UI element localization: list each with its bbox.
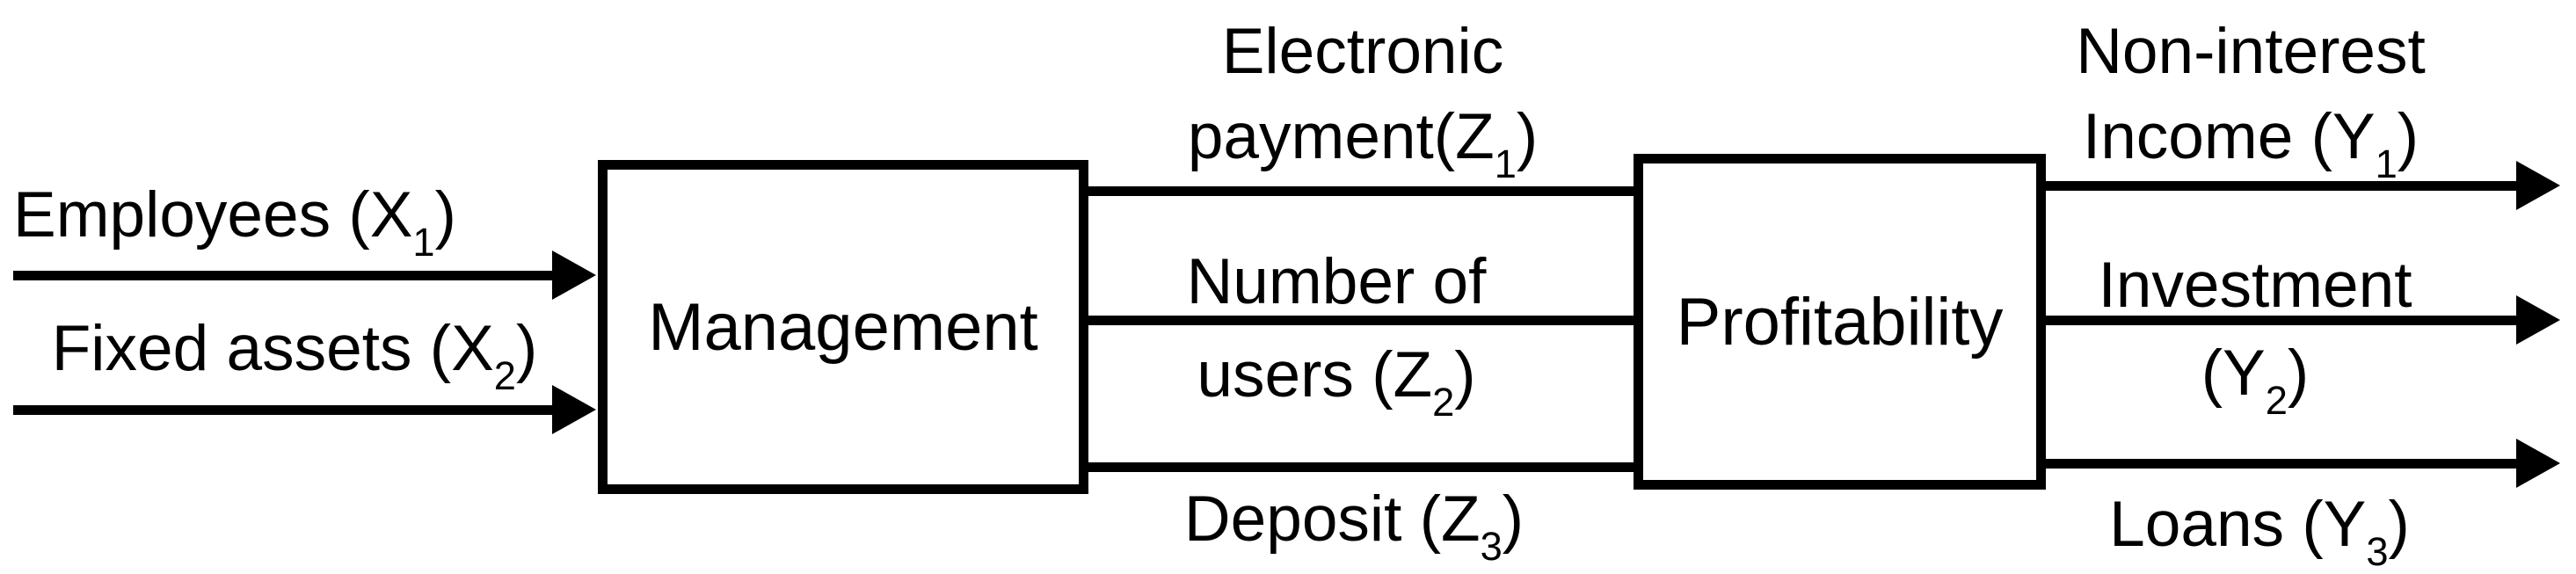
label-users-z2: users (Z2) bbox=[1197, 339, 1476, 425]
label-number-of: Number of bbox=[1186, 246, 1487, 317]
label-fixed-assets-x2: Fixed assets (X2) bbox=[51, 313, 538, 398]
arrow-shaft bbox=[2046, 181, 2521, 191]
management-box-label: Management bbox=[648, 289, 1038, 365]
management-box: Management bbox=[598, 160, 1088, 494]
label-employees-x1: Employees (X1) bbox=[13, 179, 456, 265]
arrow-shaft bbox=[13, 271, 557, 280]
connector-z2 bbox=[1088, 316, 1634, 325]
label-electronic-payment-z1: Electronic payment(Z1) bbox=[1187, 16, 1539, 186]
profitability-box: Profitability bbox=[1634, 154, 2046, 490]
connector-z3 bbox=[1088, 462, 1634, 472]
arrowhead-right-icon bbox=[2516, 295, 2560, 345]
label-non-interest-income-y1: Non-interest Income (Y1) bbox=[2076, 16, 2426, 186]
label-deposit-z3: Deposit (Z3) bbox=[1183, 483, 1524, 569]
arrow-shaft bbox=[2046, 316, 2521, 325]
arrowhead-right-icon bbox=[2516, 439, 2560, 488]
arrow-shaft bbox=[13, 405, 557, 415]
arrowhead-right-icon bbox=[552, 385, 596, 434]
arrowhead-right-icon bbox=[2516, 161, 2560, 210]
label-y2: (Y2) bbox=[2201, 338, 2310, 423]
label-investment: Investment bbox=[2098, 250, 2412, 321]
profitability-box-label: Profitability bbox=[1676, 284, 2004, 360]
connector-z1 bbox=[1088, 186, 1634, 196]
arrowhead-right-icon bbox=[552, 251, 596, 300]
label-loans-y3: Loans (Y3) bbox=[2109, 489, 2410, 574]
arrow-shaft bbox=[2046, 459, 2521, 469]
